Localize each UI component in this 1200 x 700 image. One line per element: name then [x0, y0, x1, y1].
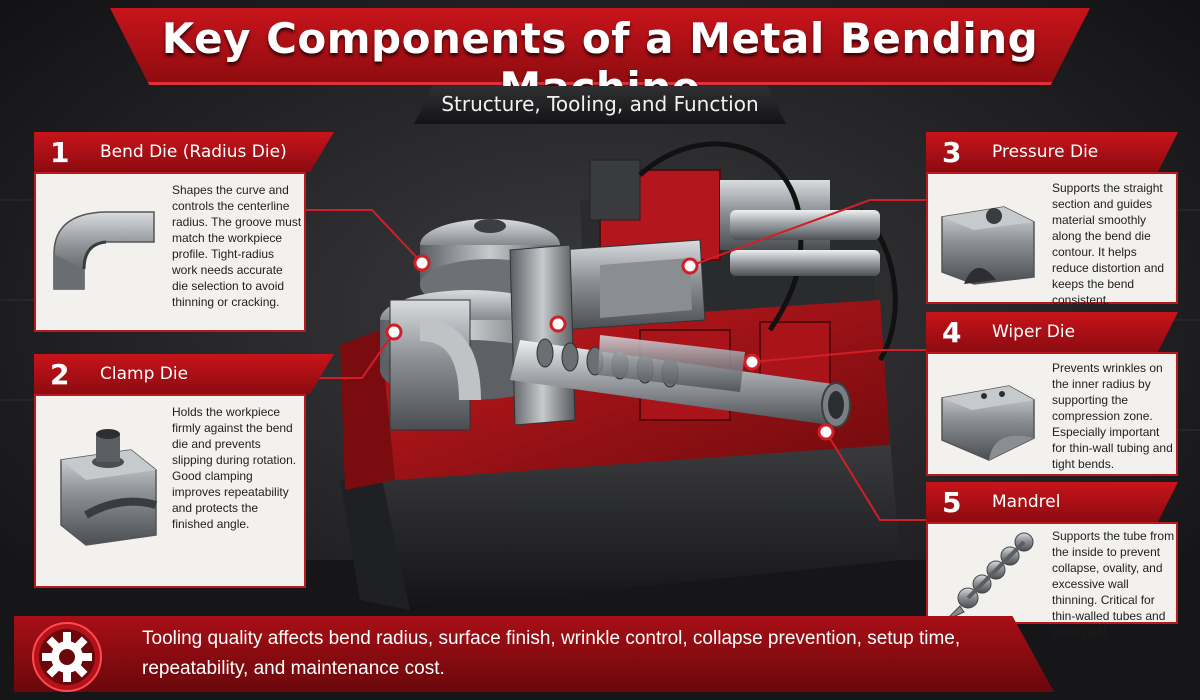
card-description: Prevents wrinkles on the inner radius by…	[1052, 361, 1173, 471]
footer-text: Tooling quality affects bend radius, sur…	[142, 628, 961, 679]
card-body: Supports the straight section and guides…	[926, 172, 1178, 307]
wiper-die-icon	[941, 385, 1035, 461]
card-title: Bend Die (Radius Die)	[100, 142, 287, 162]
clamp-die-icon	[60, 429, 158, 546]
machine-illustration	[340, 141, 900, 610]
card-number: 3	[942, 136, 962, 169]
card-header: 3 Pressure Die	[926, 132, 1178, 172]
card-header: 1 Bend Die (Radius Die)	[34, 132, 334, 172]
card-number: 5	[942, 486, 962, 519]
title-banner	[110, 8, 1090, 85]
page-title: Key Components of a Metal Bending Machin…	[161, 14, 1039, 112]
card-header: 2 Clamp Die	[34, 354, 334, 394]
card-header: 5 Mandrel	[926, 482, 1178, 522]
card-body: Supports the tube from the inside to pre…	[926, 522, 1178, 639]
subtitle-banner	[414, 86, 786, 124]
card-body: Prevents wrinkles on the inner radius by…	[926, 352, 1178, 476]
card-description: Shapes the curve and controls the center…	[172, 183, 302, 309]
component-card-pressure-die: 3 Pressure Die Supports the straight sec…	[926, 132, 1178, 307]
card-number: 4	[942, 316, 962, 349]
card-title: Pressure Die	[992, 142, 1099, 162]
callout-leader-lines	[300, 199, 926, 521]
card-header: 4 Wiper Die	[926, 312, 1178, 352]
card-body: Holds the workpiece firmly against the b…	[34, 394, 306, 588]
card-title: Clamp Die	[100, 364, 189, 384]
callout-markers	[385, 254, 835, 441]
card-description: Supports the tube from the inside to pre…	[1052, 529, 1175, 639]
card-description: Holds the workpiece firmly against the b…	[172, 405, 297, 531]
component-card-clamp-die: 2 Clamp Die Holds the workpiece firmly a…	[34, 354, 334, 594]
bend-die-icon	[53, 211, 155, 290]
card-description: Supports the straight section and guides…	[1052, 181, 1165, 307]
card-title: Wiper Die	[992, 322, 1076, 342]
component-card-mandrel: 5 Mandrel Supports the tube from the ins…	[926, 482, 1178, 639]
footer-banner	[14, 616, 1054, 692]
card-title: Mandrel	[992, 492, 1061, 512]
mandrel-icon	[945, 532, 1034, 621]
page-subtitle: Structure, Tooling, and Function	[441, 92, 759, 116]
card-body: Shapes the curve and controls the center…	[34, 172, 306, 332]
component-card-bend-die: 1 Bend Die (Radius Die) Shapes the curve…	[34, 132, 334, 332]
card-number: 2	[50, 358, 70, 391]
card-number: 1	[50, 136, 70, 169]
component-card-wiper-die: 4 Wiper Die Prevents wrinkles on the inn…	[926, 312, 1178, 476]
gear-icon	[32, 622, 102, 692]
pressure-die-icon	[941, 206, 1035, 285]
